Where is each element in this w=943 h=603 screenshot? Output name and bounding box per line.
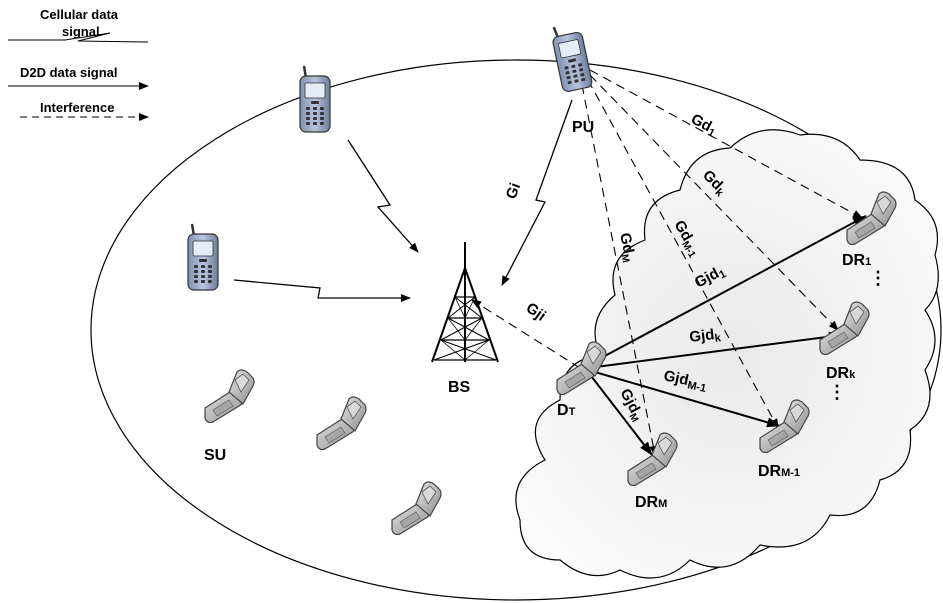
legend-d2d-label: D2D data signal <box>20 65 118 80</box>
link-ue2-bs <box>233 279 411 302</box>
d2d-links <box>587 215 867 456</box>
label-su: SU <box>204 447 226 464</box>
label-gi: Gi <box>503 181 524 202</box>
link-ue1-bs <box>347 139 419 253</box>
legend-cellular-label-2: signal <box>62 24 100 39</box>
ellipsis-2: ⋮ <box>828 382 846 402</box>
label-gdm: GdM <box>614 231 639 264</box>
d2d-cluster-cloud <box>515 129 939 579</box>
link-gjd1 <box>587 215 867 366</box>
cellular-user-phone-icon <box>298 64 332 134</box>
label-drk: DRk <box>826 365 856 382</box>
legend-cellular-label-1: Cellular data <box>40 7 119 22</box>
base-station-tower-icon <box>431 242 499 363</box>
label-dr1: DR1 <box>842 252 871 269</box>
link-gjdm <box>587 371 653 456</box>
link-gdm <box>581 84 658 456</box>
link-gjdm1 <box>587 369 781 428</box>
label-bs: BS <box>448 379 471 396</box>
legend-cellular-line <box>8 32 149 43</box>
link-gdm1 <box>587 79 779 429</box>
link-gi <box>501 99 573 286</box>
link-gd1 <box>589 69 863 219</box>
label-dt: DT <box>557 402 576 419</box>
legend: Cellular data signal D2D data signal Int… <box>8 7 149 121</box>
link-gjdk <box>587 331 843 369</box>
cellular-links <box>233 99 573 302</box>
legend-interference-label: Interference <box>40 100 114 115</box>
interference-links <box>471 69 863 456</box>
label-pu: PU <box>572 119 594 136</box>
label-drm: DRM <box>635 494 667 511</box>
link-gji <box>471 299 581 369</box>
label-gjdm1: GjdM-1 <box>662 367 709 395</box>
label-gjdk: Gjdk <box>688 325 722 348</box>
cellular-user-phone-icon <box>186 222 220 292</box>
label-drm1: DRM-1 <box>758 463 800 480</box>
ellipsis-1: ⋮ <box>869 268 887 288</box>
